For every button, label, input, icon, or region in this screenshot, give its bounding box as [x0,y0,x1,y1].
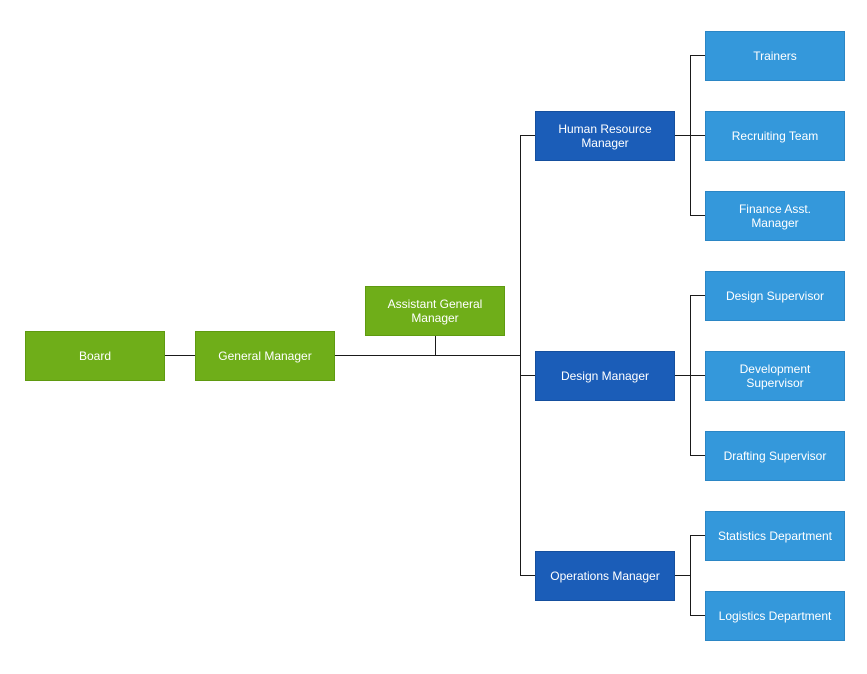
node-general-manager[interactable]: General Manager [195,331,335,381]
connector-to-drafting-supervisor [690,455,705,456]
connector-to-statistics-department [690,535,705,536]
connector-to-hr-manager [520,135,535,136]
node-design-supervisor-label: Design Supervisor [725,289,825,303]
connector-to-finance-asst-manager [690,215,705,216]
node-hr-manager-label: Human Resource Manager [558,122,652,150]
node-development-supervisor-label: Development Supervisor [739,362,811,390]
node-drafting-supervisor-label: Drafting Supervisor [723,449,827,463]
connector-agm-stem [435,336,436,356]
connector-operations-out [675,575,691,576]
node-design-supervisor[interactable]: Design Supervisor [705,271,845,321]
node-trainers-label: Trainers [753,49,797,63]
node-operations-manager-label: Operations Manager [550,569,660,583]
node-finance-asst-manager-label: Finance Asst. Manager [738,202,812,230]
connector-to-design-manager [520,375,535,376]
connector-to-design-supervisor [690,295,705,296]
node-drafting-supervisor[interactable]: Drafting Supervisor [705,431,845,481]
node-recruiting-team[interactable]: Recruiting Team [705,111,845,161]
connector-operations-spine [690,535,691,616]
connector-design-out [675,375,691,376]
connector-gm-trunk [335,355,521,356]
node-recruiting-team-label: Recruiting Team [731,129,819,143]
connector-board-gm [165,355,195,356]
node-trainers[interactable]: Trainers [705,31,845,81]
connector-to-recruiting-team [690,135,705,136]
node-statistics-department-label: Statistics Department [717,529,833,543]
node-statistics-department[interactable]: Statistics Department [705,511,845,561]
node-general-manager-label: General Manager [218,349,312,363]
node-board[interactable]: Board [25,331,165,381]
node-board-label: Board [78,349,112,363]
node-finance-asst-manager[interactable]: Finance Asst. Manager [705,191,845,241]
node-logistics-department[interactable]: Logistics Department [705,591,845,641]
connector-to-trainers [690,55,705,56]
node-design-manager[interactable]: Design Manager [535,351,675,401]
connector-to-operations-manager [520,575,535,576]
node-assistant-general-manager[interactable]: Assistant General Manager [365,286,505,336]
node-assistant-general-manager-label: Assistant General Manager [387,297,483,325]
connector-to-development-supervisor [690,375,705,376]
node-design-manager-label: Design Manager [560,369,650,383]
connector-manager-spine [520,135,521,576]
node-operations-manager[interactable]: Operations Manager [535,551,675,601]
node-logistics-department-label: Logistics Department [718,609,832,623]
connector-to-logistics-department [690,615,705,616]
node-development-supervisor[interactable]: Development Supervisor [705,351,845,401]
node-hr-manager[interactable]: Human Resource Manager [535,111,675,161]
connector-hr-out [675,135,691,136]
